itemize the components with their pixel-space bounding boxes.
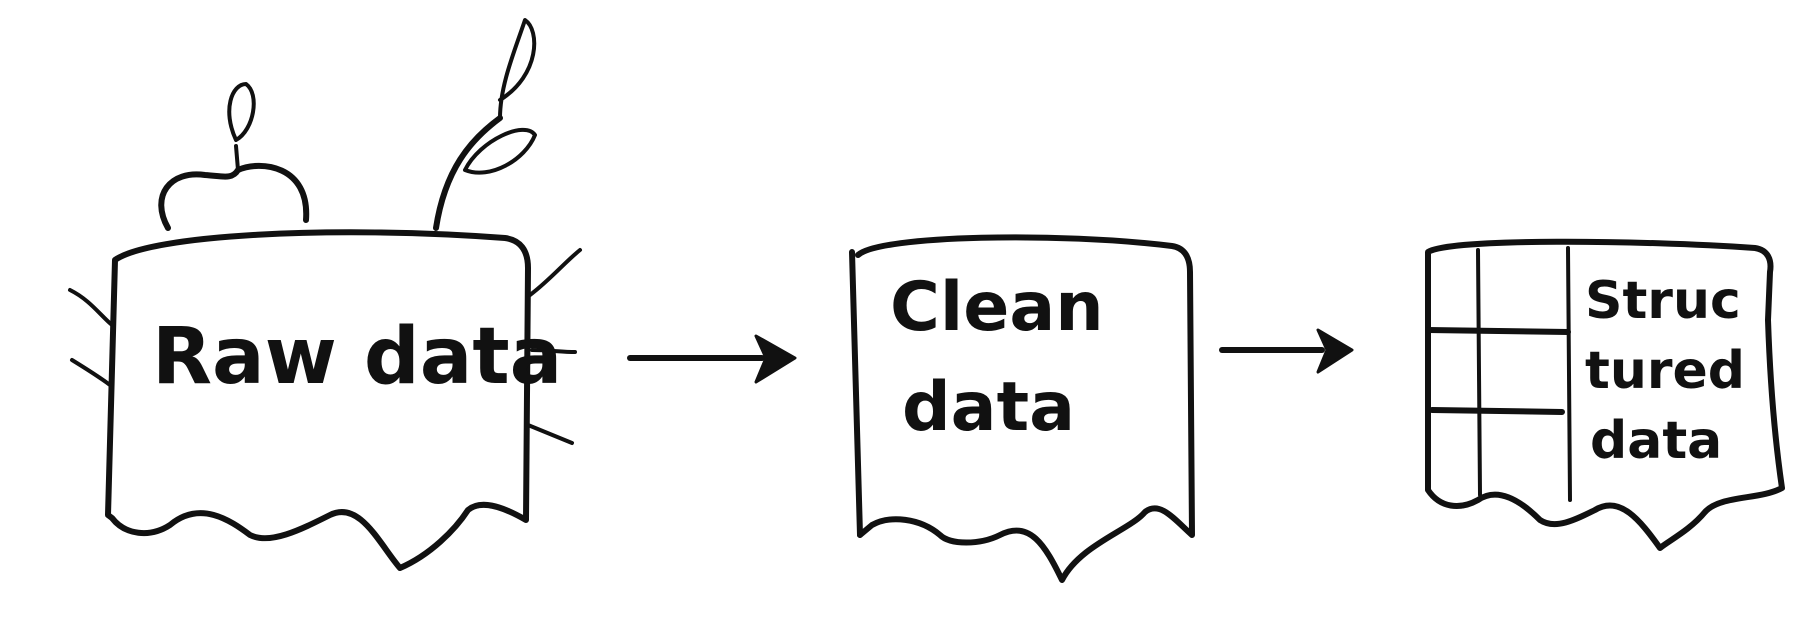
node-structured-data-label-3: data xyxy=(1590,411,1722,471)
node-raw-data-label: Raw data xyxy=(152,312,562,402)
node-structured-data: Struc tured data xyxy=(1425,238,1785,551)
arrow-raw-to-clean xyxy=(627,334,797,384)
arrow-clean-to-structured xyxy=(1219,328,1354,374)
structured-data-scroll xyxy=(1425,238,1785,551)
node-raw-data: Raw data xyxy=(68,18,582,571)
node-clean-data-label-1: Clean xyxy=(890,268,1104,347)
apple-icon xyxy=(158,82,310,231)
node-structured-data-label-1: Struc xyxy=(1585,271,1741,331)
node-structured-data-label-2: tured xyxy=(1585,341,1745,401)
leaf-icon xyxy=(433,18,537,231)
node-clean-data-label-2: data xyxy=(902,368,1075,447)
raw-data-scroll xyxy=(105,229,531,571)
clean-data-scroll xyxy=(855,234,1195,583)
node-clean-data: Clean data xyxy=(849,234,1195,583)
